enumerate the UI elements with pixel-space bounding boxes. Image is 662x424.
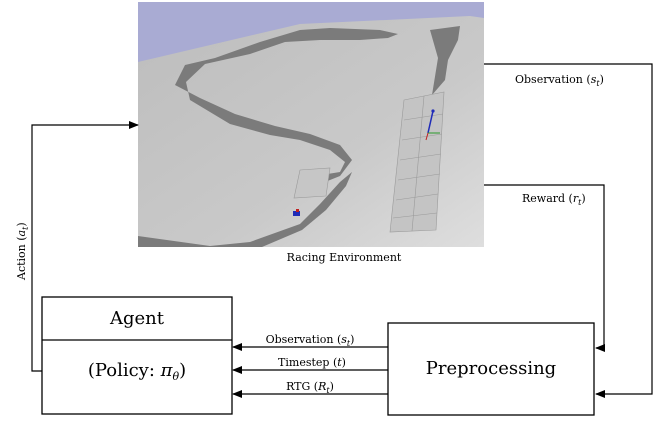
agent-policy: (Policy: πθ)	[88, 360, 186, 383]
rtg-label: RTG (Rt)	[286, 380, 334, 395]
racing-environment-image	[138, 2, 484, 247]
timestep-label: Timestep (t)	[278, 356, 346, 369]
reward-arrow	[484, 184, 605, 352]
track-walls	[138, 26, 460, 247]
preprocessing-title: Preprocessing	[426, 358, 556, 379]
agent-box: Agent (Policy: πθ)	[41, 296, 233, 415]
action-arrow	[31, 121, 139, 372]
observation-env-label: Observation (st)	[515, 73, 604, 88]
reward-label: Reward (rt)	[522, 192, 586, 207]
preprocessing-box: Preprocessing	[387, 322, 595, 416]
observation-agent-label: Observation (st)	[266, 333, 355, 348]
axis-widget	[425, 109, 440, 141]
environment-caption: Racing Environment	[287, 251, 402, 264]
race-car	[293, 209, 300, 216]
agent-title: Agent	[109, 308, 165, 329]
observation-env-arrow	[484, 63, 653, 398]
track-grid	[293, 91, 445, 233]
action-label: Action (at)	[15, 222, 30, 281]
